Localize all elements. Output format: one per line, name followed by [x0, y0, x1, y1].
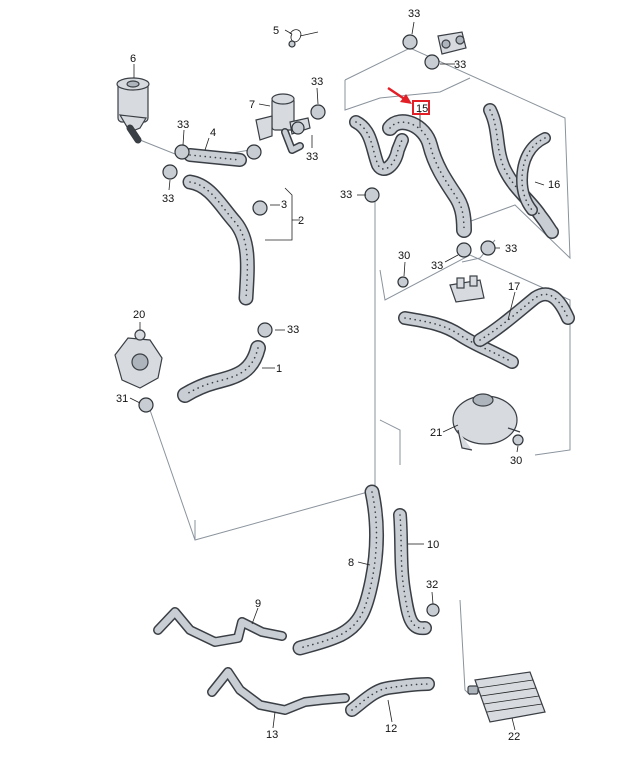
- label-22: 22: [508, 731, 520, 743]
- label-33: 33: [306, 151, 318, 163]
- hose-center-loop: [349, 115, 409, 176]
- label-3: 3: [281, 199, 287, 211]
- hose-1: [177, 340, 266, 403]
- label-33: 33: [311, 76, 323, 88]
- label-2: 2: [298, 215, 304, 227]
- clamps: [138, 34, 524, 617]
- label-8: 8: [348, 557, 354, 569]
- label-17: 17: [508, 281, 520, 293]
- part-5-clip: [288, 29, 319, 48]
- hose-2: [182, 174, 255, 306]
- label-33: 33: [408, 8, 420, 20]
- label-32: 32: [426, 579, 438, 591]
- part-labels: 33 33 5 6 7 33 33 4 33 33 33 3 2 15 16 3…: [116, 8, 560, 743]
- label-30: 30: [510, 455, 522, 467]
- leader-lines: [129, 21, 545, 731]
- part-20-housing: [114, 329, 163, 389]
- pipe-13: [207, 667, 350, 715]
- label-33: 33: [177, 119, 189, 131]
- label-21: 21: [430, 427, 442, 439]
- label-13: 13: [266, 729, 278, 741]
- label-20: 20: [133, 309, 145, 321]
- label-30: 30: [398, 250, 410, 262]
- hoses: [153, 103, 575, 717]
- hose-16: [483, 103, 559, 239]
- label-16: 16: [548, 179, 560, 191]
- label-5: 5: [273, 25, 279, 37]
- label-6: 6: [130, 53, 136, 65]
- label-1: 1: [276, 363, 282, 375]
- label-31: 31: [116, 393, 128, 405]
- part-6-pump: [116, 77, 150, 144]
- part-21-expansion-tank: [452, 393, 521, 451]
- label-33: 33: [162, 193, 174, 205]
- part-top-fitting: [437, 31, 467, 55]
- label-12: 12: [385, 723, 397, 735]
- routing-lines: [139, 47, 571, 696]
- label-33: 33: [287, 324, 299, 336]
- label-33: 33: [431, 260, 443, 272]
- hose-10: [393, 508, 432, 636]
- label-7: 7: [249, 99, 255, 111]
- label-33: 33: [340, 189, 352, 201]
- label-33: 33: [454, 59, 466, 71]
- hose-4: [183, 148, 247, 167]
- hose-8: [292, 484, 384, 656]
- highlight-arrowhead: [400, 94, 412, 104]
- label-9: 9: [255, 598, 261, 610]
- part-22-oil-cooler: [467, 671, 546, 723]
- label-15: 15: [416, 103, 428, 115]
- part-7-valve: [255, 93, 311, 154]
- hose-17: [398, 287, 575, 369]
- label-4: 4: [210, 127, 216, 139]
- label-10: 10: [427, 539, 439, 551]
- highlight-part-15: [387, 86, 430, 115]
- part-33-twin-port: [449, 275, 485, 303]
- highlight-box: [412, 100, 430, 115]
- hose-12: [345, 677, 435, 717]
- label-33: 33: [505, 243, 517, 255]
- pipe-9: [153, 607, 287, 647]
- hose-15: [382, 114, 472, 238]
